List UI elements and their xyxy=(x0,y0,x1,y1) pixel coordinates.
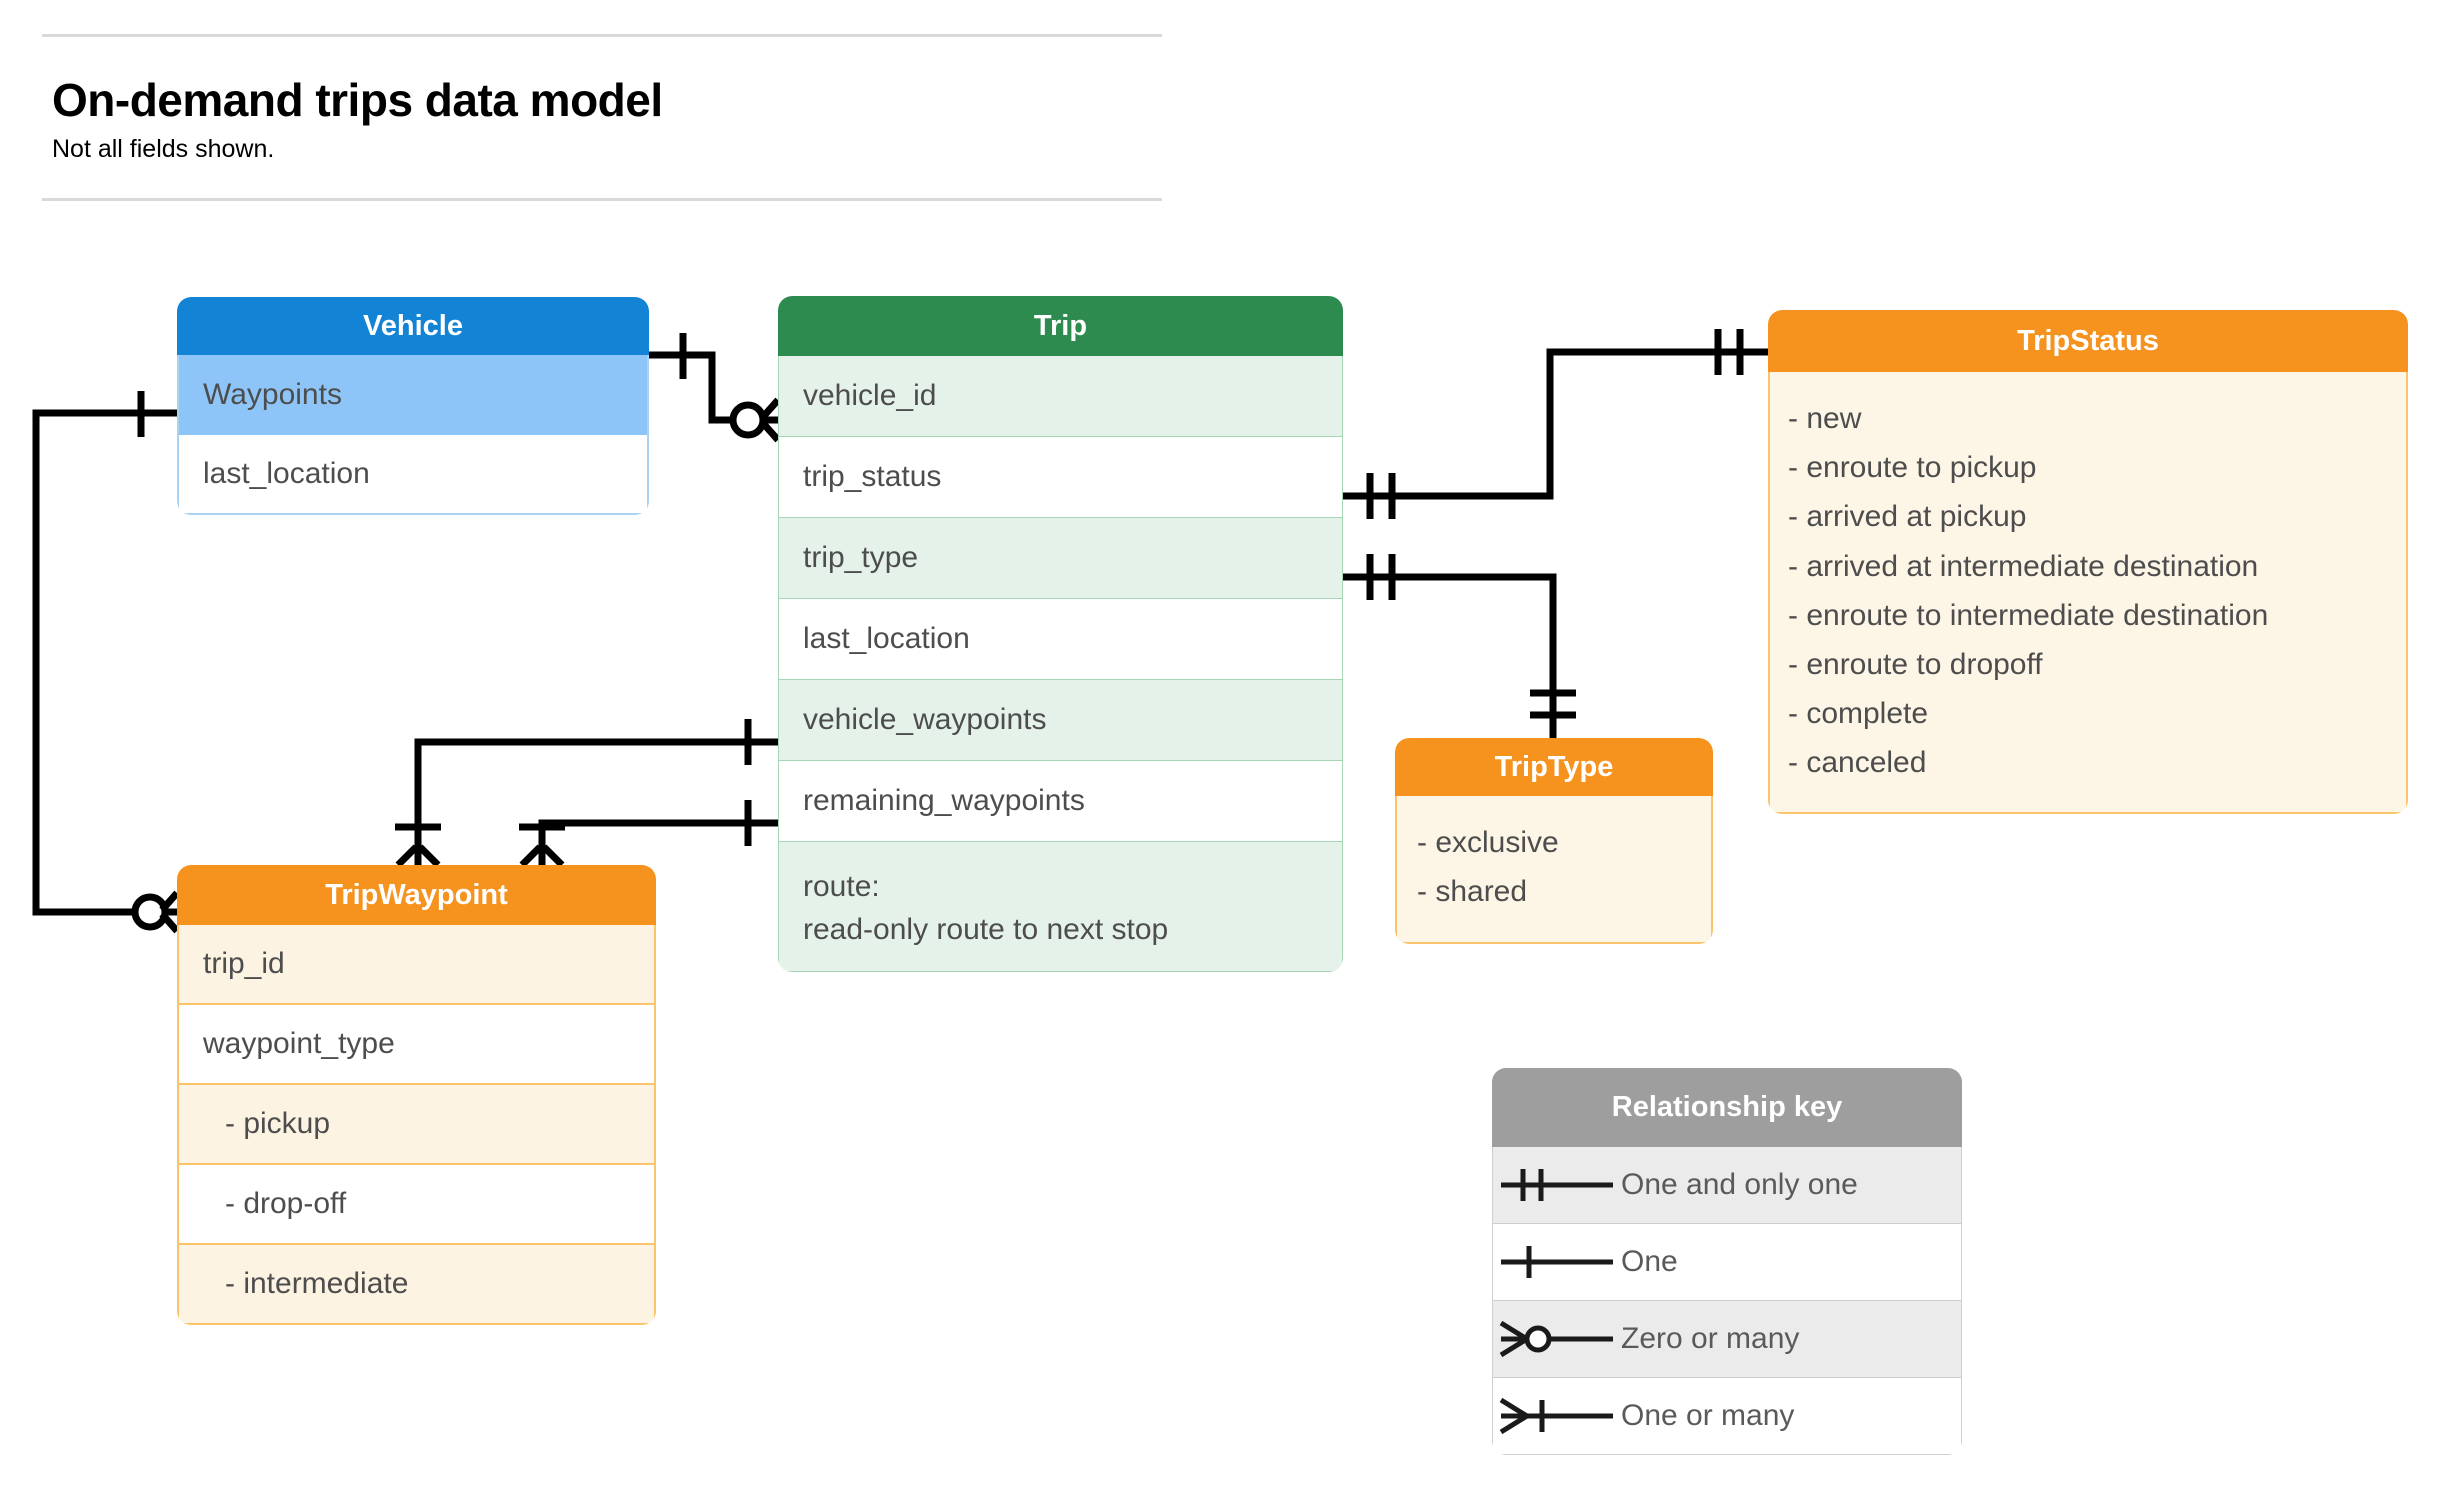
field-trip-vehicle-id[interactable]: vehicle_id xyxy=(778,356,1343,437)
field-trip-trip-type[interactable]: trip_type xyxy=(778,518,1343,599)
entity-trip-type-values: - exclusive - shared xyxy=(1395,796,1713,945)
entity-trip-title: Trip xyxy=(778,296,1343,356)
zero-circle-trip-vehicleid xyxy=(729,401,767,439)
value-tripwaypoint-pickup[interactable]: - pickup xyxy=(177,1085,656,1165)
zero-or-many-icon xyxy=(1493,1314,1621,1364)
value-item: - shared xyxy=(1417,875,1528,909)
value-item: - enroute to pickup xyxy=(1788,451,2037,485)
entity-trip-type-title: TripType xyxy=(1395,738,1713,796)
link-vehicle-trip xyxy=(649,351,748,424)
entity-trip[interactable]: Trip vehicle_id trip_status trip_type la… xyxy=(778,296,1343,972)
entity-vehicle[interactable]: Vehicle Waypoints last_location xyxy=(177,297,649,515)
value-item: - arrived at pickup xyxy=(1788,500,2027,534)
legend-label: One and only one xyxy=(1621,1168,1858,1201)
link-remaining-waypoints xyxy=(538,819,778,855)
entity-vehicle-title: Vehicle xyxy=(177,297,649,355)
entity-trip-status-values: - new - enroute to pickup - arrived at p… xyxy=(1768,372,2408,814)
value-tripwaypoint-intermediate[interactable]: - intermediate xyxy=(177,1245,656,1325)
entity-trip-status[interactable]: TripStatus - new - enroute to pickup - a… xyxy=(1768,310,2408,814)
field-trip-remaining-waypoints[interactable]: remaining_waypoints xyxy=(778,761,1343,842)
value-item: - exclusive xyxy=(1417,826,1559,859)
field-trip-vehicle-waypoints[interactable]: vehicle_waypoints xyxy=(778,680,1343,761)
crowsfoot-tripwaypoint-left xyxy=(159,890,180,934)
header-rule-top xyxy=(42,34,1162,37)
page-title: On-demand trips data model xyxy=(52,74,663,126)
value-item: - arrived at intermediate destination xyxy=(1788,549,2259,583)
field-vehicle-last-location[interactable]: last_location xyxy=(177,435,649,515)
value-item: - enroute to dropoff xyxy=(1788,647,2043,681)
crowsfoot-tripwaypoint-top-right xyxy=(519,844,565,868)
relationship-key[interactable]: Relationship key One and only one One xyxy=(1492,1068,1962,1455)
field-trip-last-location[interactable]: last_location xyxy=(778,599,1343,680)
legend-label: One xyxy=(1621,1245,1678,1278)
crowsfoot-trip-vehicleid xyxy=(759,397,781,443)
legend-row-one[interactable]: One xyxy=(1492,1224,1962,1301)
zero-circle-tripwaypoint xyxy=(131,893,169,931)
link-vehicle-waypoints-tripwaypoint xyxy=(32,409,177,916)
field-trip-trip-status[interactable]: trip_status xyxy=(778,437,1343,518)
field-trip-route[interactable]: route: read-only route to next stop xyxy=(778,842,1343,972)
one-and-only-one-icon xyxy=(1493,1160,1621,1210)
relationship-key-title: Relationship key xyxy=(1492,1068,1962,1147)
field-tripwaypoint-trip-id[interactable]: trip_id xyxy=(177,925,656,1005)
field-vehicle-waypoints[interactable]: Waypoints xyxy=(177,355,649,435)
page-subtitle: Not all fields shown. xyxy=(52,135,275,163)
value-item: - new xyxy=(1788,402,1862,435)
link-triptype xyxy=(1343,573,1557,738)
entity-trip-type[interactable]: TripType - exclusive - shared xyxy=(1395,738,1713,945)
legend-label: One or many xyxy=(1621,1399,1795,1432)
field-trip-route-label: route: xyxy=(803,869,880,903)
one-icon xyxy=(1493,1237,1621,1287)
link-vehicle-waypoints-field xyxy=(414,738,778,855)
one-or-many-icon xyxy=(1493,1391,1621,1441)
crowsfoot-tripwaypoint-top-left xyxy=(395,844,441,868)
legend-label: Zero or many xyxy=(1621,1322,1800,1355)
header-rule-bottom xyxy=(42,198,1162,201)
entity-trip-status-title: TripStatus xyxy=(1768,310,2408,372)
document-header: On-demand trips data model Not all field… xyxy=(42,34,1162,201)
legend-row-zero-or-many[interactable]: Zero or many xyxy=(1492,1301,1962,1378)
entity-trip-waypoint-title: TripWaypoint xyxy=(177,865,656,925)
legend-row-one-or-many[interactable]: One or many xyxy=(1492,1378,1962,1455)
field-trip-route-description: read-only route to next stop xyxy=(803,912,1169,946)
link-tripstatus xyxy=(1343,348,1768,500)
field-tripwaypoint-waypoint-type[interactable]: waypoint_type xyxy=(177,1005,656,1085)
value-item: - enroute to intermediate destination xyxy=(1788,598,2269,632)
value-item: - complete xyxy=(1788,697,1929,731)
value-item: - canceled xyxy=(1788,746,1927,780)
legend-row-one-and-only-one[interactable]: One and only one xyxy=(1492,1147,1962,1224)
value-tripwaypoint-dropoff[interactable]: - drop-off xyxy=(177,1165,656,1245)
entity-trip-waypoint[interactable]: TripWaypoint trip_id waypoint_type - pic… xyxy=(177,865,656,1325)
